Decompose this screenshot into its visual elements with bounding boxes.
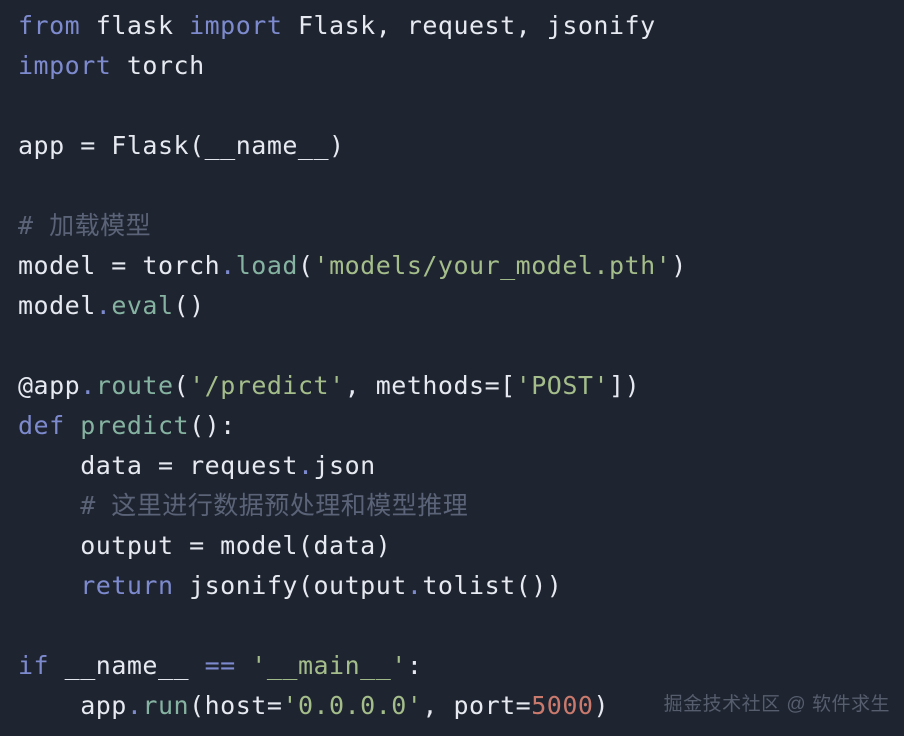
code-token: )	[671, 251, 687, 280]
code-token: model = torch	[18, 251, 221, 280]
code-token: jsonify(output	[173, 571, 407, 600]
code-token: .	[95, 291, 112, 320]
code-line: # 加载模型	[18, 206, 904, 246]
code-token: ():	[189, 411, 236, 440]
code-token: (	[173, 371, 190, 400]
code-token: from	[18, 11, 81, 40]
code-line: if __name__ == '__main__':	[18, 646, 904, 686]
code-token: run	[142, 691, 190, 720]
code-token: tolist())	[422, 571, 563, 600]
code-token: return	[80, 571, 174, 600]
code-token: .	[220, 251, 236, 280]
code-token: # 这里进行数据预处理和模型推理	[18, 491, 469, 520]
code-token: Flask, request, jsonify	[282, 11, 656, 40]
code-token: .	[126, 691, 143, 720]
code-token: ])	[609, 371, 641, 400]
code-line	[18, 86, 904, 126]
code-token: 5000	[531, 691, 594, 720]
code-token: '0.0.0.0'	[282, 691, 423, 720]
code-line: output = model(data)	[18, 526, 904, 566]
code-token: json	[313, 451, 376, 480]
code-token: model	[18, 291, 96, 320]
code-token: data = request	[18, 451, 298, 480]
code-line	[18, 606, 904, 646]
code-line: app.run(host='0.0.0.0', port=5000)	[18, 686, 904, 726]
code-token: app	[18, 691, 127, 720]
code-token: ==	[204, 651, 236, 680]
code-token: import	[18, 51, 112, 80]
code-line: from flask import Flask, request, jsonif…	[18, 6, 904, 46]
code-line: data = request.json	[18, 446, 904, 486]
code-line	[18, 326, 904, 366]
code-token: load	[235, 251, 298, 280]
code-token: .	[406, 571, 423, 600]
code-line: return jsonify(output.tolist())	[18, 566, 904, 606]
watermark: 掘金技术社区 @ 软件求生	[663, 694, 890, 715]
code-token: output = model(data)	[18, 531, 392, 560]
code-token: , port=	[422, 691, 532, 720]
code-line: app = Flask(__name__)	[18, 126, 904, 166]
code-token: __name__	[49, 651, 205, 680]
code-token: flask	[80, 11, 190, 40]
code-token: app = Flask(__name__)	[18, 131, 345, 160]
code-token: def	[18, 411, 81, 440]
code-token: 'models/your_model.pth'	[313, 251, 672, 280]
code-line: model = torch.load('models/your_model.pt…	[18, 246, 904, 286]
code-token: '__main__'	[251, 651, 407, 680]
code-token	[18, 571, 80, 600]
code-token: @app	[18, 371, 81, 400]
code-token: .	[297, 451, 314, 480]
code-token: , methods=[	[344, 371, 516, 400]
code-token: .	[80, 371, 96, 400]
code-lines: from flask import Flask, request, jsonif…	[18, 6, 904, 726]
code-token: predict	[80, 411, 190, 440]
code-line: import torch	[18, 46, 904, 86]
code-line: @app.route('/predict', methods=['POST'])	[18, 366, 904, 406]
code-token: route	[95, 371, 174, 400]
code-line: def predict():	[18, 406, 904, 446]
code-block: from flask import Flask, request, jsonif…	[18, 6, 904, 726]
code-token: if	[18, 651, 50, 680]
code-line	[18, 166, 904, 206]
code-line: model.eval()	[18, 286, 904, 326]
code-token: :	[406, 651, 423, 680]
code-token: import	[189, 11, 283, 40]
code-token: (host=	[189, 691, 283, 720]
code-token: )	[593, 691, 609, 720]
code-token: # 加载模型	[18, 211, 152, 240]
code-token: (	[297, 251, 314, 280]
code-token	[236, 651, 252, 680]
code-token: 'POST'	[515, 371, 610, 400]
code-line: # 这里进行数据预处理和模型推理	[18, 486, 904, 526]
code-token: eval	[111, 291, 174, 320]
code-token: torch	[111, 51, 205, 80]
code-token: ()	[173, 291, 205, 320]
code-token: '/predict'	[189, 371, 345, 400]
